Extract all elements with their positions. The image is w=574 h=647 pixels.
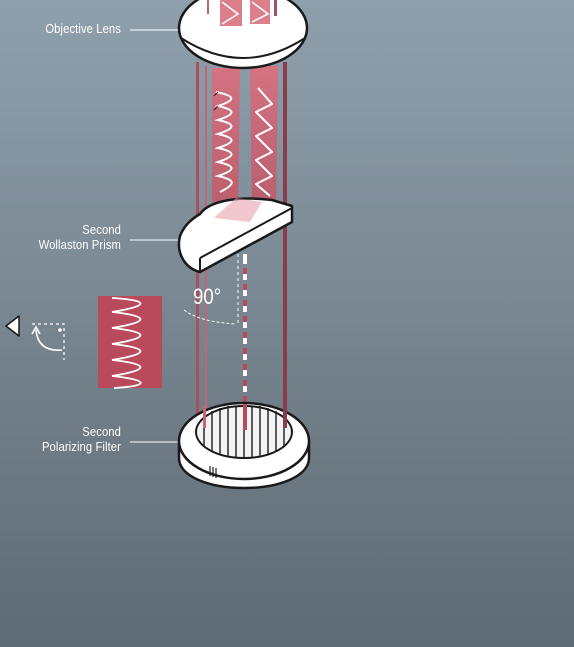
polarization-axis bbox=[183, 254, 247, 410]
wollaston-prism-line1: Second bbox=[82, 223, 121, 237]
wollaston-prism-label: Second Wollaston Prism bbox=[12, 223, 121, 253]
objective-lens-label: Objective Lens bbox=[12, 22, 121, 37]
polarizing-filter-line1: Second bbox=[82, 425, 121, 439]
filter-grid-lines bbox=[203, 406, 285, 458]
triangle-left-icon[interactable] bbox=[5, 315, 20, 337]
filter-tick-marks bbox=[209, 466, 217, 478]
wave-right-upper bbox=[255, 87, 273, 197]
rotation-arrow-icon bbox=[31, 323, 65, 360]
wollaston-prism-line2: Wollaston Prism bbox=[38, 238, 121, 252]
analyzed-wave-box bbox=[98, 296, 162, 389]
polarizing-filter bbox=[177, 401, 311, 490]
angle-label: 90° bbox=[193, 284, 222, 309]
upper-beams bbox=[212, 66, 278, 222]
wollaston-prism bbox=[177, 197, 294, 274]
objective-lens-text: Objective Lens bbox=[45, 22, 122, 36]
objective-lens bbox=[177, 0, 309, 70]
polarizing-filter-line2: Polarizing Filter bbox=[41, 440, 121, 454]
wave-left-upper bbox=[214, 91, 233, 193]
polarizing-filter-label: Second Polarizing Filter bbox=[12, 425, 121, 455]
leader-lines bbox=[130, 29, 180, 443]
